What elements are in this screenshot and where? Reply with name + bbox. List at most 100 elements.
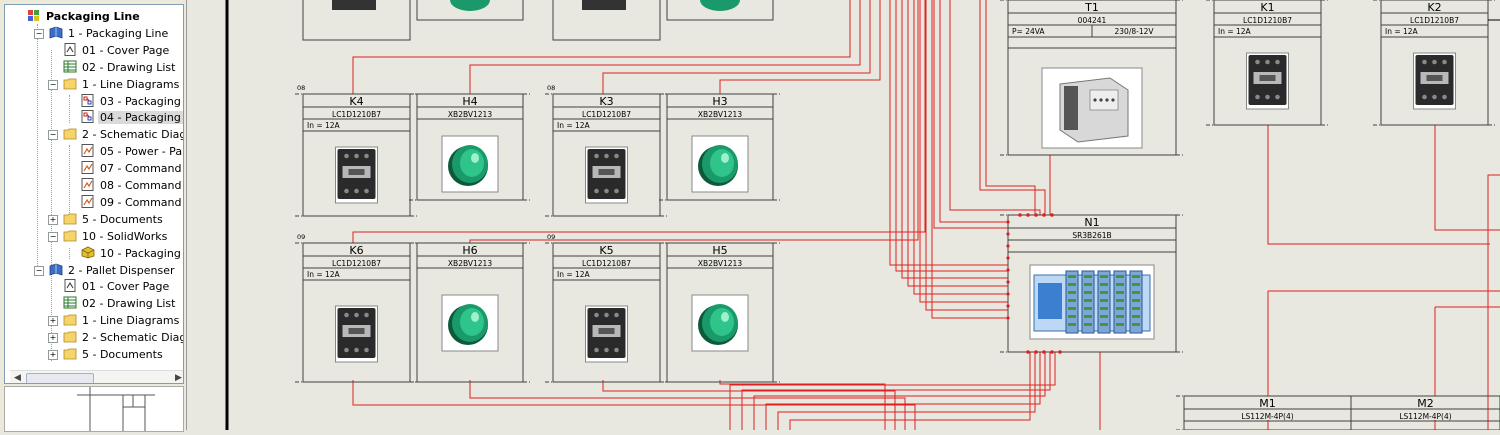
component-reference: LC1D1210B7 bbox=[1243, 16, 1292, 25]
tree-node[interactable]: 08 - Command bbox=[81, 177, 183, 194]
tree-node[interactable]: 10 - Packaging bbox=[81, 245, 183, 262]
wire bbox=[939, 0, 1008, 223]
pushbutton-image bbox=[450, 0, 490, 11]
wire bbox=[765, 352, 1041, 430]
expand-icon[interactable]: + bbox=[48, 316, 58, 327]
contactor-window bbox=[348, 328, 365, 334]
component-reference: LC1D1210B7 bbox=[1410, 16, 1459, 25]
component-rating: P= 24VA bbox=[1012, 27, 1045, 36]
tree-node[interactable]: 03 - Packaging bbox=[81, 93, 183, 110]
collapse-icon[interactable]: − bbox=[48, 130, 58, 141]
tree-node[interactable]: 1 - Packaging Line bbox=[49, 25, 170, 42]
tree-horizontal-scrollbar[interactable]: ◀ ▶ bbox=[10, 370, 183, 383]
cover-page-icon bbox=[64, 42, 76, 56]
plc-terminal bbox=[1116, 323, 1124, 326]
plc-terminal bbox=[1084, 275, 1092, 278]
tree-node[interactable]: 1 - Line Diagrams bbox=[63, 312, 181, 329]
component-frame bbox=[666, 242, 774, 383]
component-frame bbox=[666, 93, 774, 201]
expand-icon[interactable]: + bbox=[48, 214, 58, 225]
tree-node[interactable]: 02 - Drawing List bbox=[63, 59, 177, 76]
wire bbox=[919, 0, 1008, 303]
wire bbox=[1434, 125, 1500, 231]
tree-node-label: 04 - Packaging bbox=[98, 111, 183, 125]
wire bbox=[925, 0, 1008, 311]
scroll-left-arrow-icon[interactable]: ◀ bbox=[14, 373, 21, 383]
scroll-right-arrow-icon[interactable]: ▶ bbox=[175, 373, 182, 383]
pushbutton-icon bbox=[441, 135, 499, 193]
tree-node[interactable]: 2 - Pallet Dispenser bbox=[49, 262, 177, 279]
tree-node[interactable]: 1 - Line Diagrams bbox=[63, 76, 181, 93]
tree-vertical-line bbox=[37, 24, 38, 276]
terminal-screw bbox=[364, 347, 369, 353]
contactor-icon bbox=[1246, 52, 1289, 110]
terminal-screw bbox=[344, 188, 349, 194]
tree-node[interactable]: 09 - Command bbox=[81, 194, 183, 211]
cut-off-component bbox=[416, 0, 524, 21]
plc-terminal bbox=[1084, 283, 1092, 286]
scrollbar-thumb[interactable] bbox=[26, 373, 94, 383]
plc-terminal bbox=[1116, 299, 1124, 302]
tree-node-label: 2 - Pallet Dispenser bbox=[68, 263, 175, 277]
terminal-screw bbox=[594, 312, 599, 318]
tree-node[interactable]: 01 - Cover Page bbox=[63, 42, 171, 59]
collapse-icon[interactable]: − bbox=[34, 28, 44, 39]
component-frame bbox=[666, 0, 774, 21]
collapse-icon[interactable]: − bbox=[34, 265, 44, 276]
tree-node[interactable]: 5 - Documents bbox=[63, 211, 165, 228]
collapse-icon[interactable]: − bbox=[48, 79, 58, 90]
collapse-icon[interactable]: − bbox=[48, 231, 58, 242]
pushbutton-icon bbox=[441, 294, 499, 352]
pushbutton-highlight bbox=[460, 308, 484, 336]
plc-terminal bbox=[1116, 283, 1124, 286]
plc-terminal bbox=[1100, 275, 1108, 278]
tree-node[interactable]: 2 - Schematic Diag bbox=[63, 329, 183, 346]
transformer-icon bbox=[1041, 67, 1143, 149]
plc-terminal bbox=[1100, 315, 1108, 318]
book-icon bbox=[49, 263, 63, 276]
wire bbox=[352, 0, 926, 243]
terminal-screw bbox=[604, 153, 609, 159]
tree-node[interactable]: 05 - Power - Pa bbox=[81, 143, 183, 160]
plc-terminal bbox=[1116, 275, 1124, 278]
component-frame bbox=[302, 242, 411, 383]
wire bbox=[901, 0, 1008, 279]
connection-dot bbox=[1006, 268, 1010, 272]
tree-node[interactable]: 01 - Cover Page bbox=[63, 278, 171, 295]
tree-root-node[interactable]: Packaging Line bbox=[27, 8, 142, 25]
tree-node[interactable]: 2 - Schematic Diag bbox=[63, 126, 183, 143]
transformer-core bbox=[1064, 86, 1078, 130]
tree-node[interactable]: 10 - SolidWorks bbox=[63, 228, 169, 245]
component-rating: In = 12A bbox=[557, 121, 591, 130]
expand-icon[interactable]: + bbox=[48, 333, 58, 344]
tree-node[interactable]: 04 - Packaging bbox=[81, 109, 183, 126]
contactor-icon bbox=[335, 305, 378, 363]
terminal-screw bbox=[354, 312, 359, 318]
wire bbox=[1267, 125, 1490, 245]
connection-dot bbox=[1006, 304, 1010, 308]
tree-node-label: 05 - Power - Pa bbox=[100, 145, 183, 159]
wire bbox=[979, 0, 1046, 215]
expand-icon[interactable]: + bbox=[48, 350, 58, 360]
tree-node-label: 01 - Cover Page bbox=[82, 280, 170, 294]
tree-node[interactable]: 5 - Documents bbox=[63, 346, 165, 363]
tree-node[interactable]: 07 - Command bbox=[81, 160, 183, 177]
component-frame bbox=[552, 0, 661, 41]
tree-node[interactable]: 02 - Drawing List bbox=[63, 295, 177, 312]
